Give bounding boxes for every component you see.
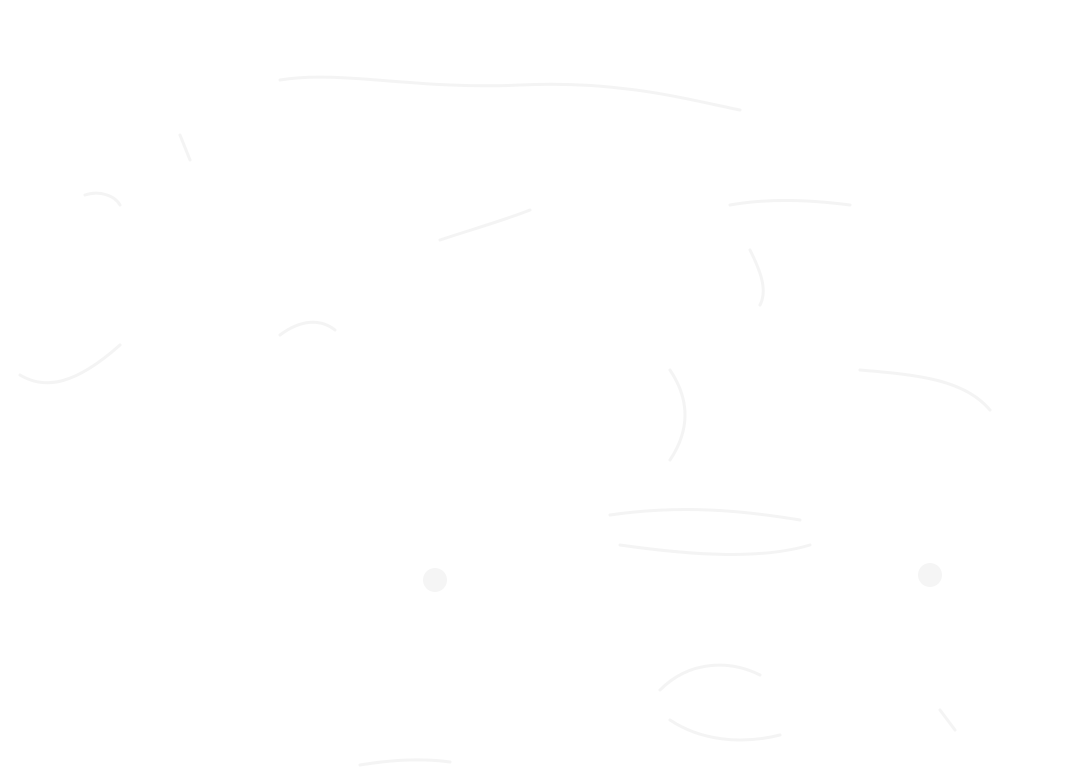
faint-stroke <box>358 758 452 767</box>
faint-stroke <box>658 663 762 692</box>
faint-stroke <box>618 543 812 556</box>
faint-stroke <box>728 198 852 207</box>
faint-stroke <box>438 208 532 242</box>
faint-stroke <box>668 368 687 462</box>
faint-stroke <box>668 718 782 742</box>
faint-stroke <box>608 508 802 522</box>
faint-stroke <box>278 75 742 112</box>
faint-stroke <box>178 133 192 162</box>
faint-dot <box>918 563 942 587</box>
faint-stroke <box>18 343 122 385</box>
faint-stroke <box>858 368 992 412</box>
faint-dot <box>423 568 447 592</box>
faint-stroke <box>83 191 122 207</box>
faint-stroke <box>938 708 957 732</box>
faint-stroke <box>748 248 765 307</box>
faint-stroke <box>278 320 337 337</box>
